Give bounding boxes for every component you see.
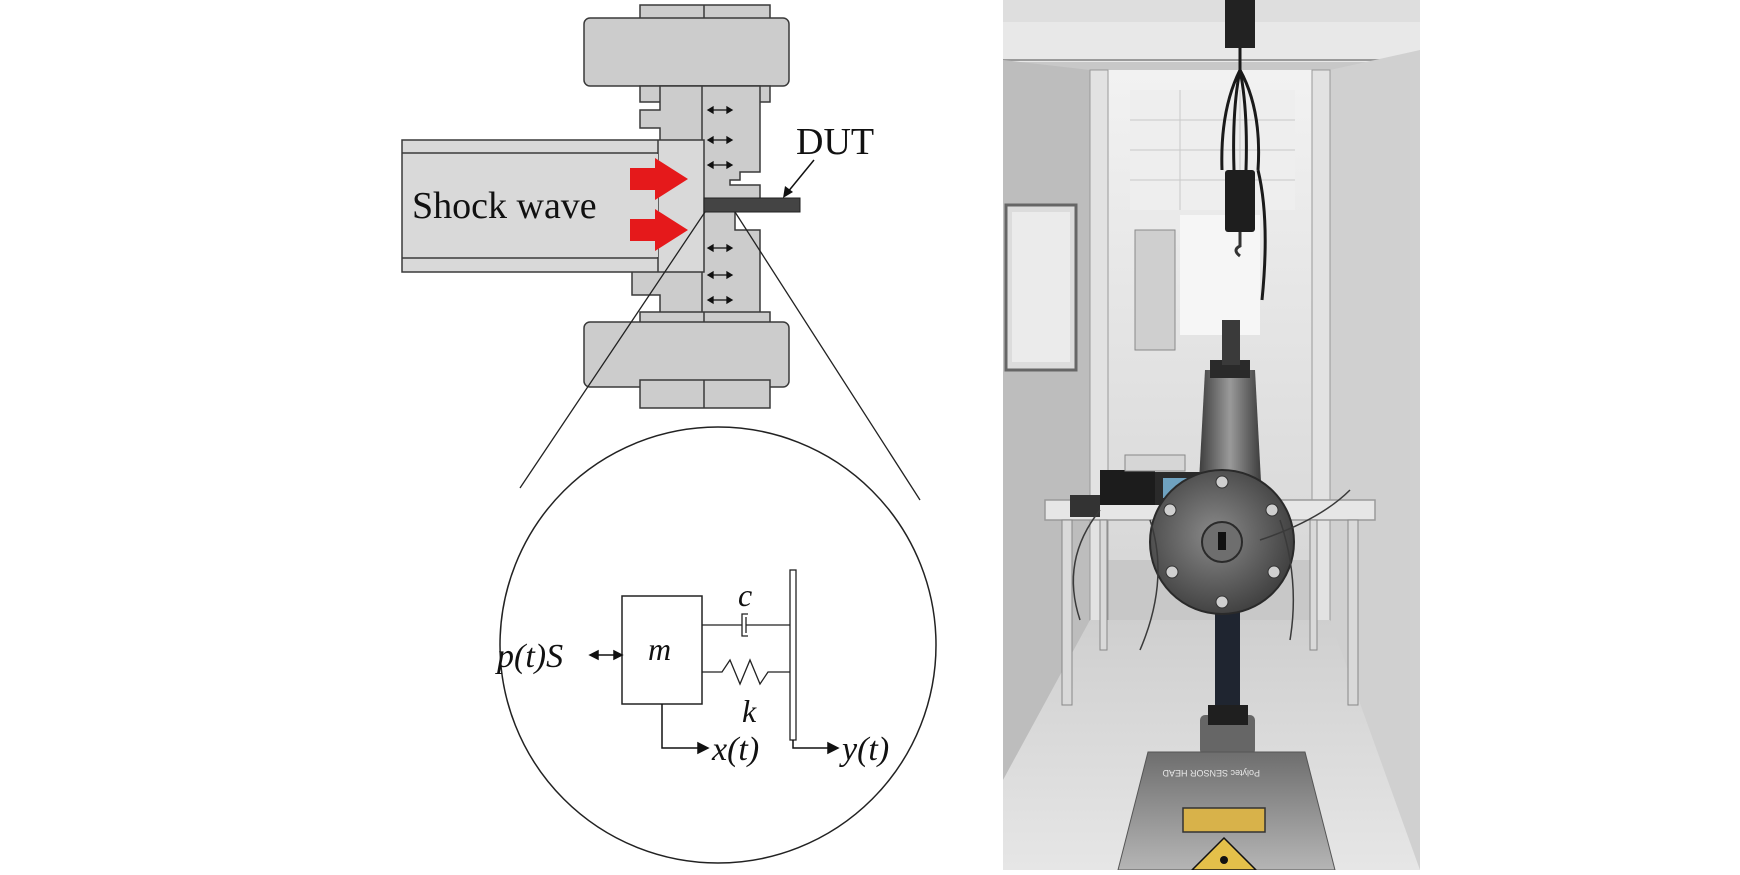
bottom-bolt-head xyxy=(639,379,771,409)
top-flange xyxy=(583,17,790,87)
spring xyxy=(702,658,790,686)
x-displacement-arrow xyxy=(661,704,710,755)
damper-label: c xyxy=(738,577,752,613)
damper xyxy=(702,613,790,637)
dut-bar xyxy=(703,197,801,213)
force-arrow xyxy=(588,649,624,661)
force-label: p(t)S xyxy=(495,638,563,675)
x-label: x(t) xyxy=(711,731,759,768)
shock-wave-arrows xyxy=(630,158,688,251)
hoist xyxy=(1225,0,1255,48)
shock-wave-label: Shock wave xyxy=(412,185,597,227)
dut-label: DUT xyxy=(796,121,874,163)
spring-label: k xyxy=(742,693,757,729)
bottom-flange xyxy=(583,321,790,388)
dut-pointer xyxy=(783,159,815,198)
y-displacement-arrow xyxy=(792,740,840,755)
mass-block xyxy=(621,595,703,705)
mass-label: m xyxy=(648,631,671,667)
pressure-arrows xyxy=(706,105,734,305)
zoom-lines xyxy=(519,211,921,501)
tube-end-flange xyxy=(1149,469,1295,615)
sdof-model: m c k p(t)S x(t) xyxy=(495,569,889,768)
zoom-circle xyxy=(499,426,937,864)
experimental-setup-photo: Polytec SENSOR HEAD xyxy=(1003,0,1420,870)
shock-tube-schematic: Shock wave DUT xyxy=(401,4,874,409)
laser-vibrometer: Polytec SENSOR HEAD xyxy=(1117,705,1336,870)
laser-brand-text: Polytec SENSOR HEAD xyxy=(1162,768,1260,778)
base-plate xyxy=(789,569,797,741)
y-label: y(t) xyxy=(839,731,889,768)
